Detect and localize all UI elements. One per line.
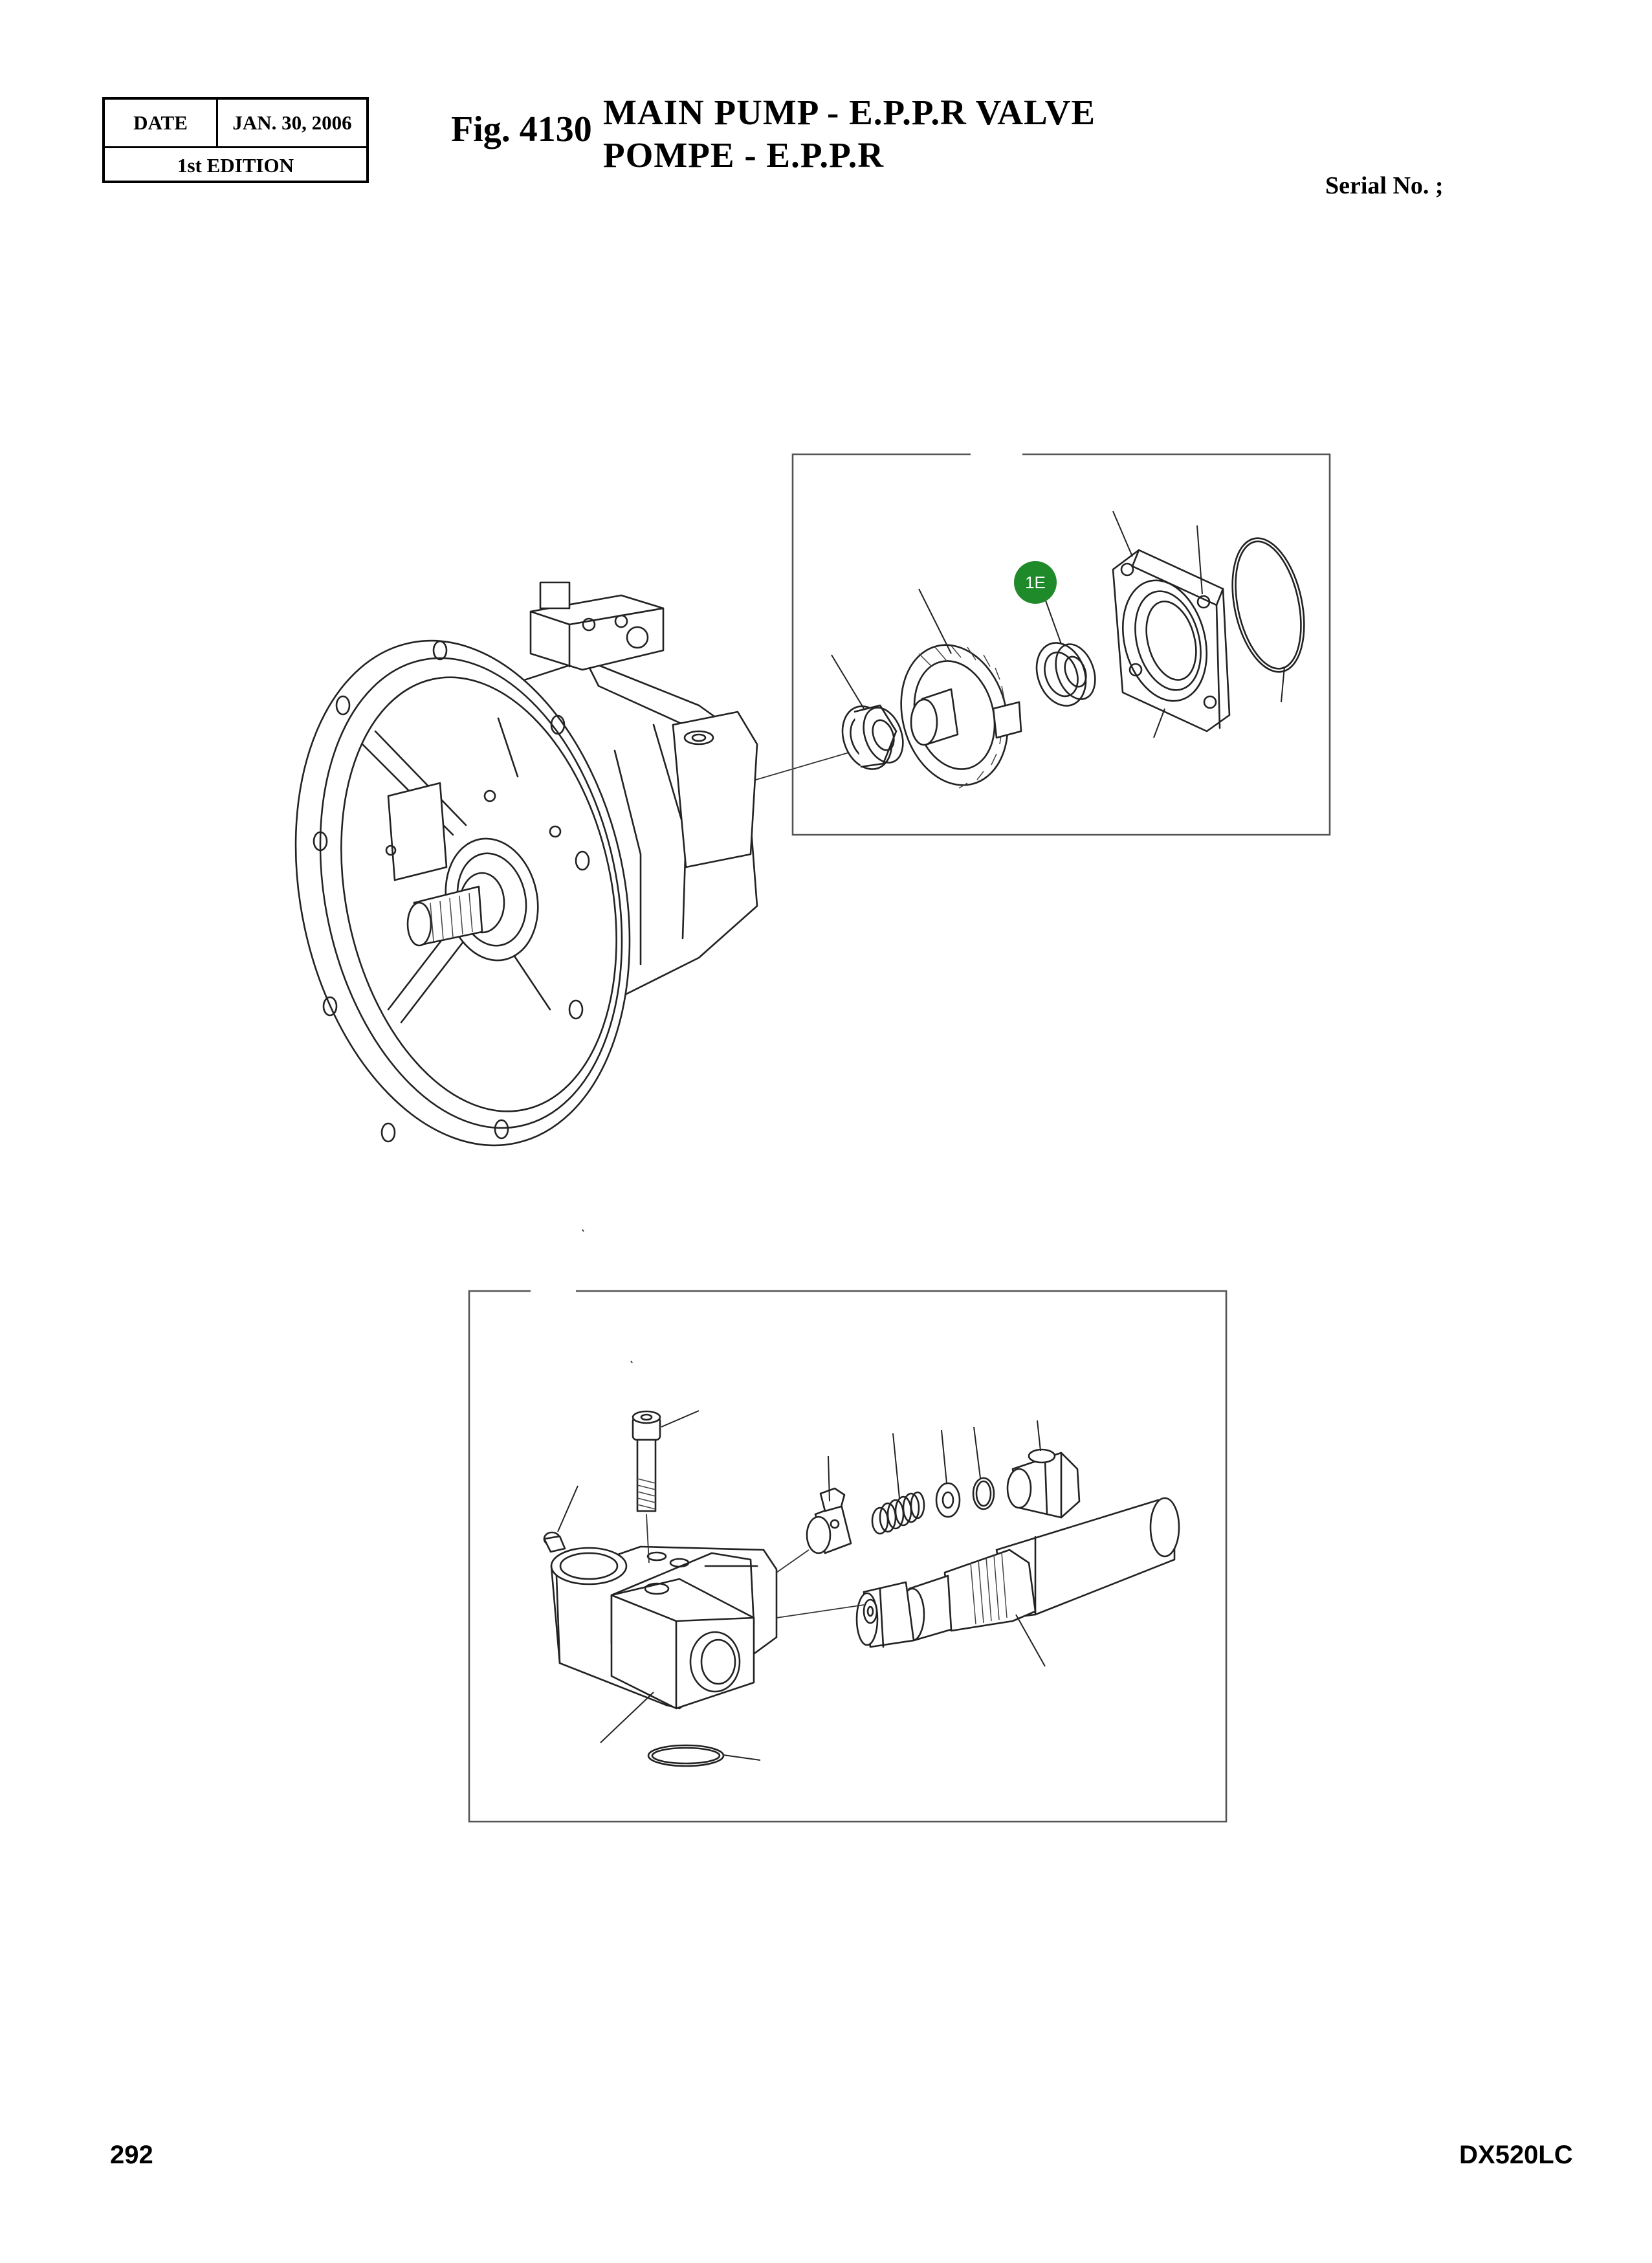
spring-washer <box>935 1430 961 1518</box>
page-number: 292 <box>110 2141 153 2169</box>
socket-head-bolt <box>632 1410 699 1563</box>
valve-body-block <box>550 1545 778 1710</box>
page-title-english: MAIN PUMP - E.P.P.R VALVE <box>603 93 1096 132</box>
stamp-top-row: DATE JAN. 30, 2006 <box>105 100 366 148</box>
callout-badge-circle <box>1014 561 1057 604</box>
valve-plunger <box>776 1455 852 1573</box>
block-leader <box>600 1692 654 1743</box>
serial-number-label: Serial No. ; <box>1325 172 1444 199</box>
figure-number: Fig. 4130 <box>451 109 592 149</box>
date-edition-stamp: DATE JAN. 30, 2006 1st EDITION <box>102 97 369 183</box>
date-label: DATE <box>105 100 218 146</box>
date-value: JAN. 30, 2006 <box>232 111 352 134</box>
gear-detail-view: 1E <box>791 453 1331 836</box>
locating-pin <box>543 1485 578 1553</box>
callout-badge-label: 1E <box>1025 573 1046 592</box>
hex-plug <box>1006 1420 1081 1519</box>
page-title-french: POMPE - E.P.P.R <box>603 135 885 175</box>
gear-detail-leader-lines <box>831 511 1285 738</box>
model-name: DX520LC <box>1459 2141 1573 2169</box>
valve-spring <box>871 1433 925 1535</box>
eppr-valve-detail-view <box>468 1229 1228 1823</box>
bearing-cover-plate <box>1112 549 1231 733</box>
plug-o-ring <box>972 1426 995 1510</box>
solenoid-cartridge <box>776 1497 1180 1667</box>
drive-gear <box>900 644 1022 789</box>
main-pump-assembly <box>294 581 852 1147</box>
body-o-ring <box>647 1744 761 1767</box>
left-bearing <box>841 704 904 770</box>
edition-label: 1st EDITION <box>177 154 294 177</box>
right-bearing <box>1035 642 1096 707</box>
flange-bolt-holes <box>313 640 590 1143</box>
cover-o-ring <box>1231 537 1305 673</box>
callout-1e-badge[interactable]: 1E <box>1014 561 1057 604</box>
